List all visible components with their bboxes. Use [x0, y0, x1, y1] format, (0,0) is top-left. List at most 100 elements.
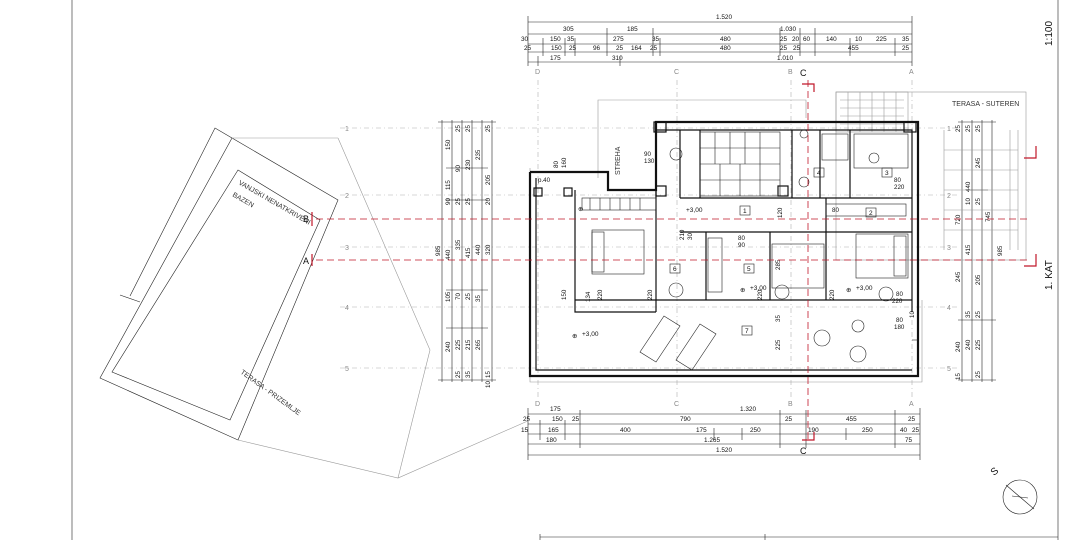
grid-letter: A: [909, 69, 914, 76]
dim-text: 35: [775, 315, 782, 322]
dim-text: 15: [521, 427, 529, 434]
dim-text: 35: [465, 371, 472, 378]
dim-text: 250: [750, 427, 761, 434]
room-number: 3: [885, 170, 889, 177]
grid-number: 5: [345, 366, 349, 373]
dim-text: 240: [955, 341, 962, 352]
dim-text: 25: [524, 45, 532, 52]
dim-text: 10: [485, 381, 492, 388]
dimension-chain-top: [527, 16, 913, 66]
dim-text: 35: [475, 295, 482, 302]
dim-text: 25: [780, 45, 788, 52]
dim-text: 80: [553, 161, 560, 168]
dim-text: 90: [455, 165, 462, 172]
dim-text: 80: [832, 207, 839, 214]
dim-text: 25: [975, 311, 982, 318]
grid-letter: A: [909, 401, 914, 408]
room-numbers: 1 2 3 4 5 6 7: [669, 167, 893, 336]
dim-text: 40: [900, 427, 908, 434]
dim-text: 1.265: [704, 437, 720, 444]
dim-text: 150: [552, 416, 563, 423]
terrace-prizemlje-label: TERASA - PRIZEMLJE: [239, 369, 302, 417]
dim-col-right-4: 745 985: [985, 211, 1004, 256]
dim-text: 400: [620, 427, 631, 434]
pool-label: BAZEN: [231, 192, 255, 210]
dim-text: 25: [616, 45, 624, 52]
grid-letter: D: [535, 69, 540, 76]
dim-text: 70: [455, 293, 462, 300]
grid-number: 4: [947, 305, 951, 312]
terrace-suteren: [835, 91, 1027, 261]
dim-text: 120: [777, 207, 784, 218]
dim-text: 25: [793, 45, 801, 52]
room-number: 4: [817, 170, 821, 177]
room-number: 6: [673, 266, 677, 273]
dim-text: 250: [862, 427, 873, 434]
dim-text: 25: [455, 125, 462, 132]
dim-text: 160: [561, 157, 568, 168]
dim-text: 190: [808, 427, 819, 434]
dim-col-left-3: 25 90 25 335 70 225 25: [455, 125, 462, 378]
dim-text: 220: [894, 184, 905, 191]
dim-text: 175: [696, 427, 707, 434]
dim-text: 96: [593, 45, 601, 52]
dim-text: 1.010: [777, 55, 793, 62]
grid-numbers-left: 1 2 3 4 5: [345, 126, 349, 373]
level-mark-icon: ⊕: [578, 206, 583, 213]
grid-letter: C: [674, 69, 679, 76]
dim-text: 175: [550, 55, 561, 62]
outdoor-furniture: [639, 282, 918, 371]
north-letter: S: [989, 465, 1001, 478]
north-arrow-icon: [1002, 479, 1038, 515]
dim-text: 25: [975, 198, 982, 205]
dim-text: 985: [435, 245, 442, 256]
dim-text: 80: [738, 235, 745, 242]
dim-text: 150: [445, 139, 452, 150]
dim-text: 10: [855, 36, 863, 43]
dim-text: 265: [475, 339, 482, 350]
dim-text: 10: [965, 198, 972, 205]
grid-number: 2: [947, 193, 951, 200]
dim-text: 90: [445, 198, 452, 205]
dim-text: 105: [445, 291, 452, 302]
dim-text: 225: [775, 339, 782, 350]
dim-text: 480: [720, 36, 731, 43]
section-marker-a: A: [303, 256, 309, 266]
dim-text: 25: [465, 125, 472, 132]
dim-text: 10: [909, 311, 916, 318]
dim-text: 220: [647, 289, 654, 300]
dim-text: 60: [803, 36, 811, 43]
stairs: [699, 131, 781, 197]
grid-letters-top: D C B A: [535, 69, 914, 76]
level-text: +3,00: [856, 285, 873, 292]
dim-text: 35: [567, 36, 575, 43]
dim-text: 25: [569, 45, 577, 52]
grid-letter: B: [788, 69, 793, 76]
wardrobes: [581, 197, 907, 293]
dim-text: 25: [975, 371, 982, 378]
room-number: 5: [747, 266, 751, 273]
grid-number: 3: [345, 245, 349, 252]
grid-number: 3: [947, 245, 951, 252]
dim-text: 180: [546, 437, 557, 444]
dim-text: 75: [905, 437, 913, 444]
dim-text: 134: [585, 291, 592, 302]
interior-dimensions: 90 130 80 160 p.40 80 220 80 220 120 80 …: [538, 151, 916, 350]
floor-label: 1. KAT: [1044, 260, 1055, 290]
dim-text: 215: [465, 339, 472, 350]
dim-text: 180: [894, 324, 905, 331]
dim-text: 225: [975, 339, 982, 350]
level-mark-icon: ⊕: [572, 333, 577, 340]
grid-number: 5: [947, 366, 951, 373]
dimension-chain-bottom: [527, 408, 921, 460]
dim-text: 80: [896, 291, 903, 298]
dim-text: 745: [985, 211, 992, 222]
dim-text: 275: [613, 36, 624, 43]
dim-text: 35: [652, 36, 660, 43]
grid-letter: C: [674, 401, 679, 408]
dim-text: 25: [465, 293, 472, 300]
dim-text: 150: [551, 45, 562, 52]
dim-text: 205: [975, 274, 982, 285]
dim-text: 985: [997, 245, 1004, 256]
